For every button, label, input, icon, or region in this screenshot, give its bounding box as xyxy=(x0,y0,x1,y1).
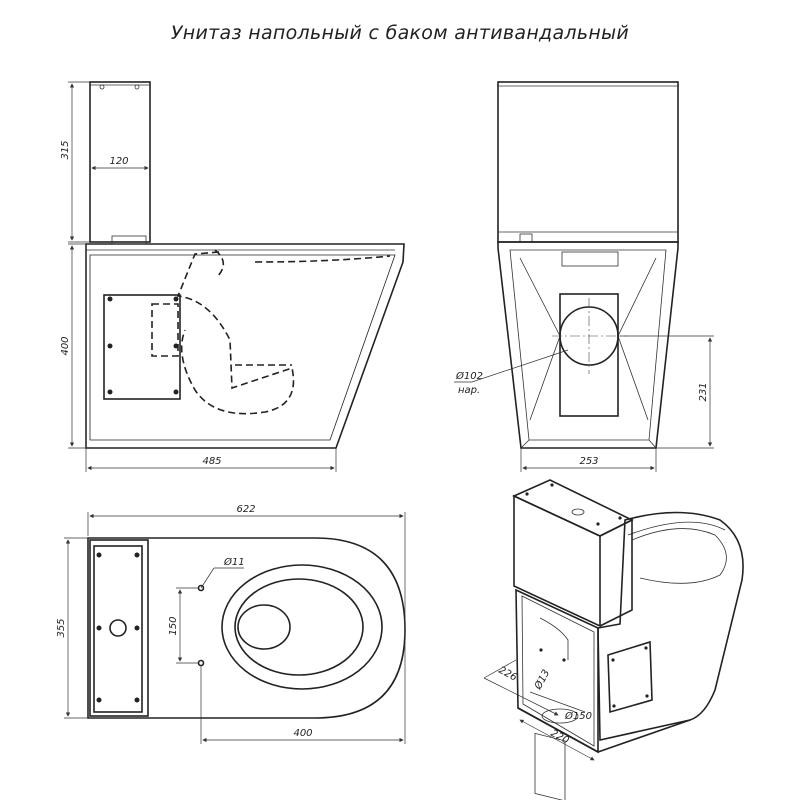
side-dim-tank-width: 120 xyxy=(109,156,128,167)
iso-dim-outlet: Ø150 xyxy=(564,710,592,722)
top-mount-hole xyxy=(197,659,205,667)
top-tank-plate xyxy=(89,539,149,717)
side-trap-hidden xyxy=(176,251,295,415)
iso-dim-small-hole: Ø13 xyxy=(532,668,553,693)
top-dim-width: 355 xyxy=(56,618,67,637)
top-dim-overall-length: 622 xyxy=(236,504,255,515)
top-mount-hole xyxy=(197,584,205,592)
iso-dim-depth: 226 xyxy=(497,665,519,684)
front-outlet xyxy=(559,293,619,417)
iso-bowl xyxy=(597,511,744,741)
top-dim-hole-spacing: 150 xyxy=(168,616,179,635)
front-dim-base-width: 253 xyxy=(579,456,598,467)
side-view: 315 120 400 485 xyxy=(60,81,405,472)
front-dim-pipe-note: нар. xyxy=(458,385,480,396)
side-service-panel xyxy=(103,294,181,400)
top-drain xyxy=(237,604,291,650)
iso-tank-front xyxy=(513,494,601,628)
iso-base-frame xyxy=(515,588,599,754)
side-bowl xyxy=(85,243,405,449)
isometric-view: 226 Ø13 Ø150 220 xyxy=(483,479,744,800)
side-tank xyxy=(89,81,151,243)
front-view: Ø102 нар. 231 253 xyxy=(454,81,714,472)
side-dim-length: 485 xyxy=(202,456,221,467)
front-dim-pipe: Ø102 xyxy=(455,370,483,382)
top-view: Ø11 150 622 355 400 xyxy=(56,504,406,744)
front-tank xyxy=(497,81,679,243)
front-dim-outlet-height: 231 xyxy=(698,382,709,401)
iso-dim-base: 220 xyxy=(549,728,571,747)
top-seat xyxy=(221,564,383,690)
iso-tank-top xyxy=(512,479,634,537)
side-dim-bowl-height: 400 xyxy=(60,336,71,355)
iso-side-panel xyxy=(607,640,653,714)
top-dim-hole-diameter: Ø11 xyxy=(223,556,245,568)
top-dim-hole-offset: 400 xyxy=(293,728,312,739)
side-dim-tank-height: 315 xyxy=(60,140,71,159)
drawing-title: Унитаз напольный с баком антивандальный xyxy=(170,22,630,44)
